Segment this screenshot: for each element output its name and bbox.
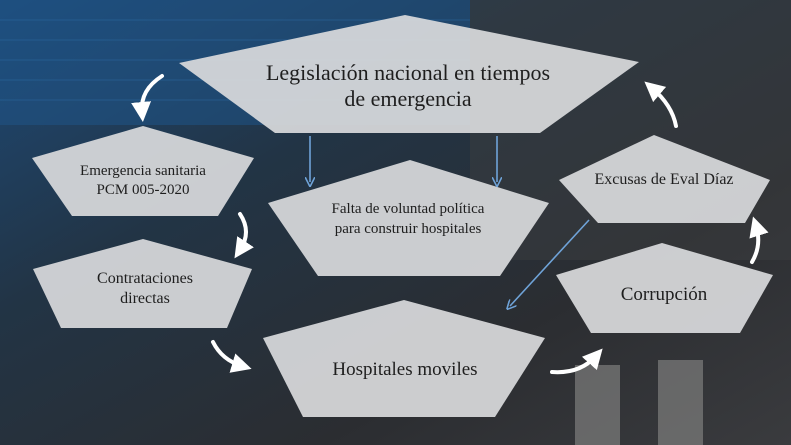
node-excusas-label: Excusas de Eval Díaz <box>594 171 733 188</box>
node-emergencia-shape <box>32 126 254 216</box>
node-contrataciones-line2: directas <box>120 290 170 307</box>
node-hospitales-label: Hospitales moviles <box>332 359 477 380</box>
curved-arrow-icon <box>550 348 603 375</box>
curved-arrow-icon <box>749 216 769 264</box>
node-falta-line1: Falta de voluntad política <box>332 201 485 217</box>
node-falta-line2: para construir hospitales <box>335 221 482 237</box>
node-excusas-shape <box>559 135 770 223</box>
node-contrataciones-line1: Contrataciones <box>97 270 193 287</box>
curved-arrow-icon <box>131 74 164 122</box>
curved-arrow-icon <box>644 81 678 128</box>
node-legislacion-line1: Legislación nacional en tiempos <box>266 60 550 85</box>
curved-arrow-icon <box>234 212 254 259</box>
node-hospitales-shape <box>263 300 545 417</box>
node-legislacion-shape <box>179 15 639 133</box>
node-legislacion-line2: de emergencia <box>344 86 471 111</box>
node-falta-shape <box>268 160 549 276</box>
curved-arrow-icon <box>211 340 252 373</box>
blue-arrow-icon <box>510 219 590 306</box>
node-contrataciones-shape <box>33 239 252 328</box>
node-corrupcion-shape <box>556 243 773 333</box>
node-emergencia-line2: PCM 005-2020 <box>97 182 190 198</box>
node-corrupcion-label: Corrupción <box>621 284 708 305</box>
node-emergencia-line1: Emergencia sanitaria <box>80 163 206 179</box>
